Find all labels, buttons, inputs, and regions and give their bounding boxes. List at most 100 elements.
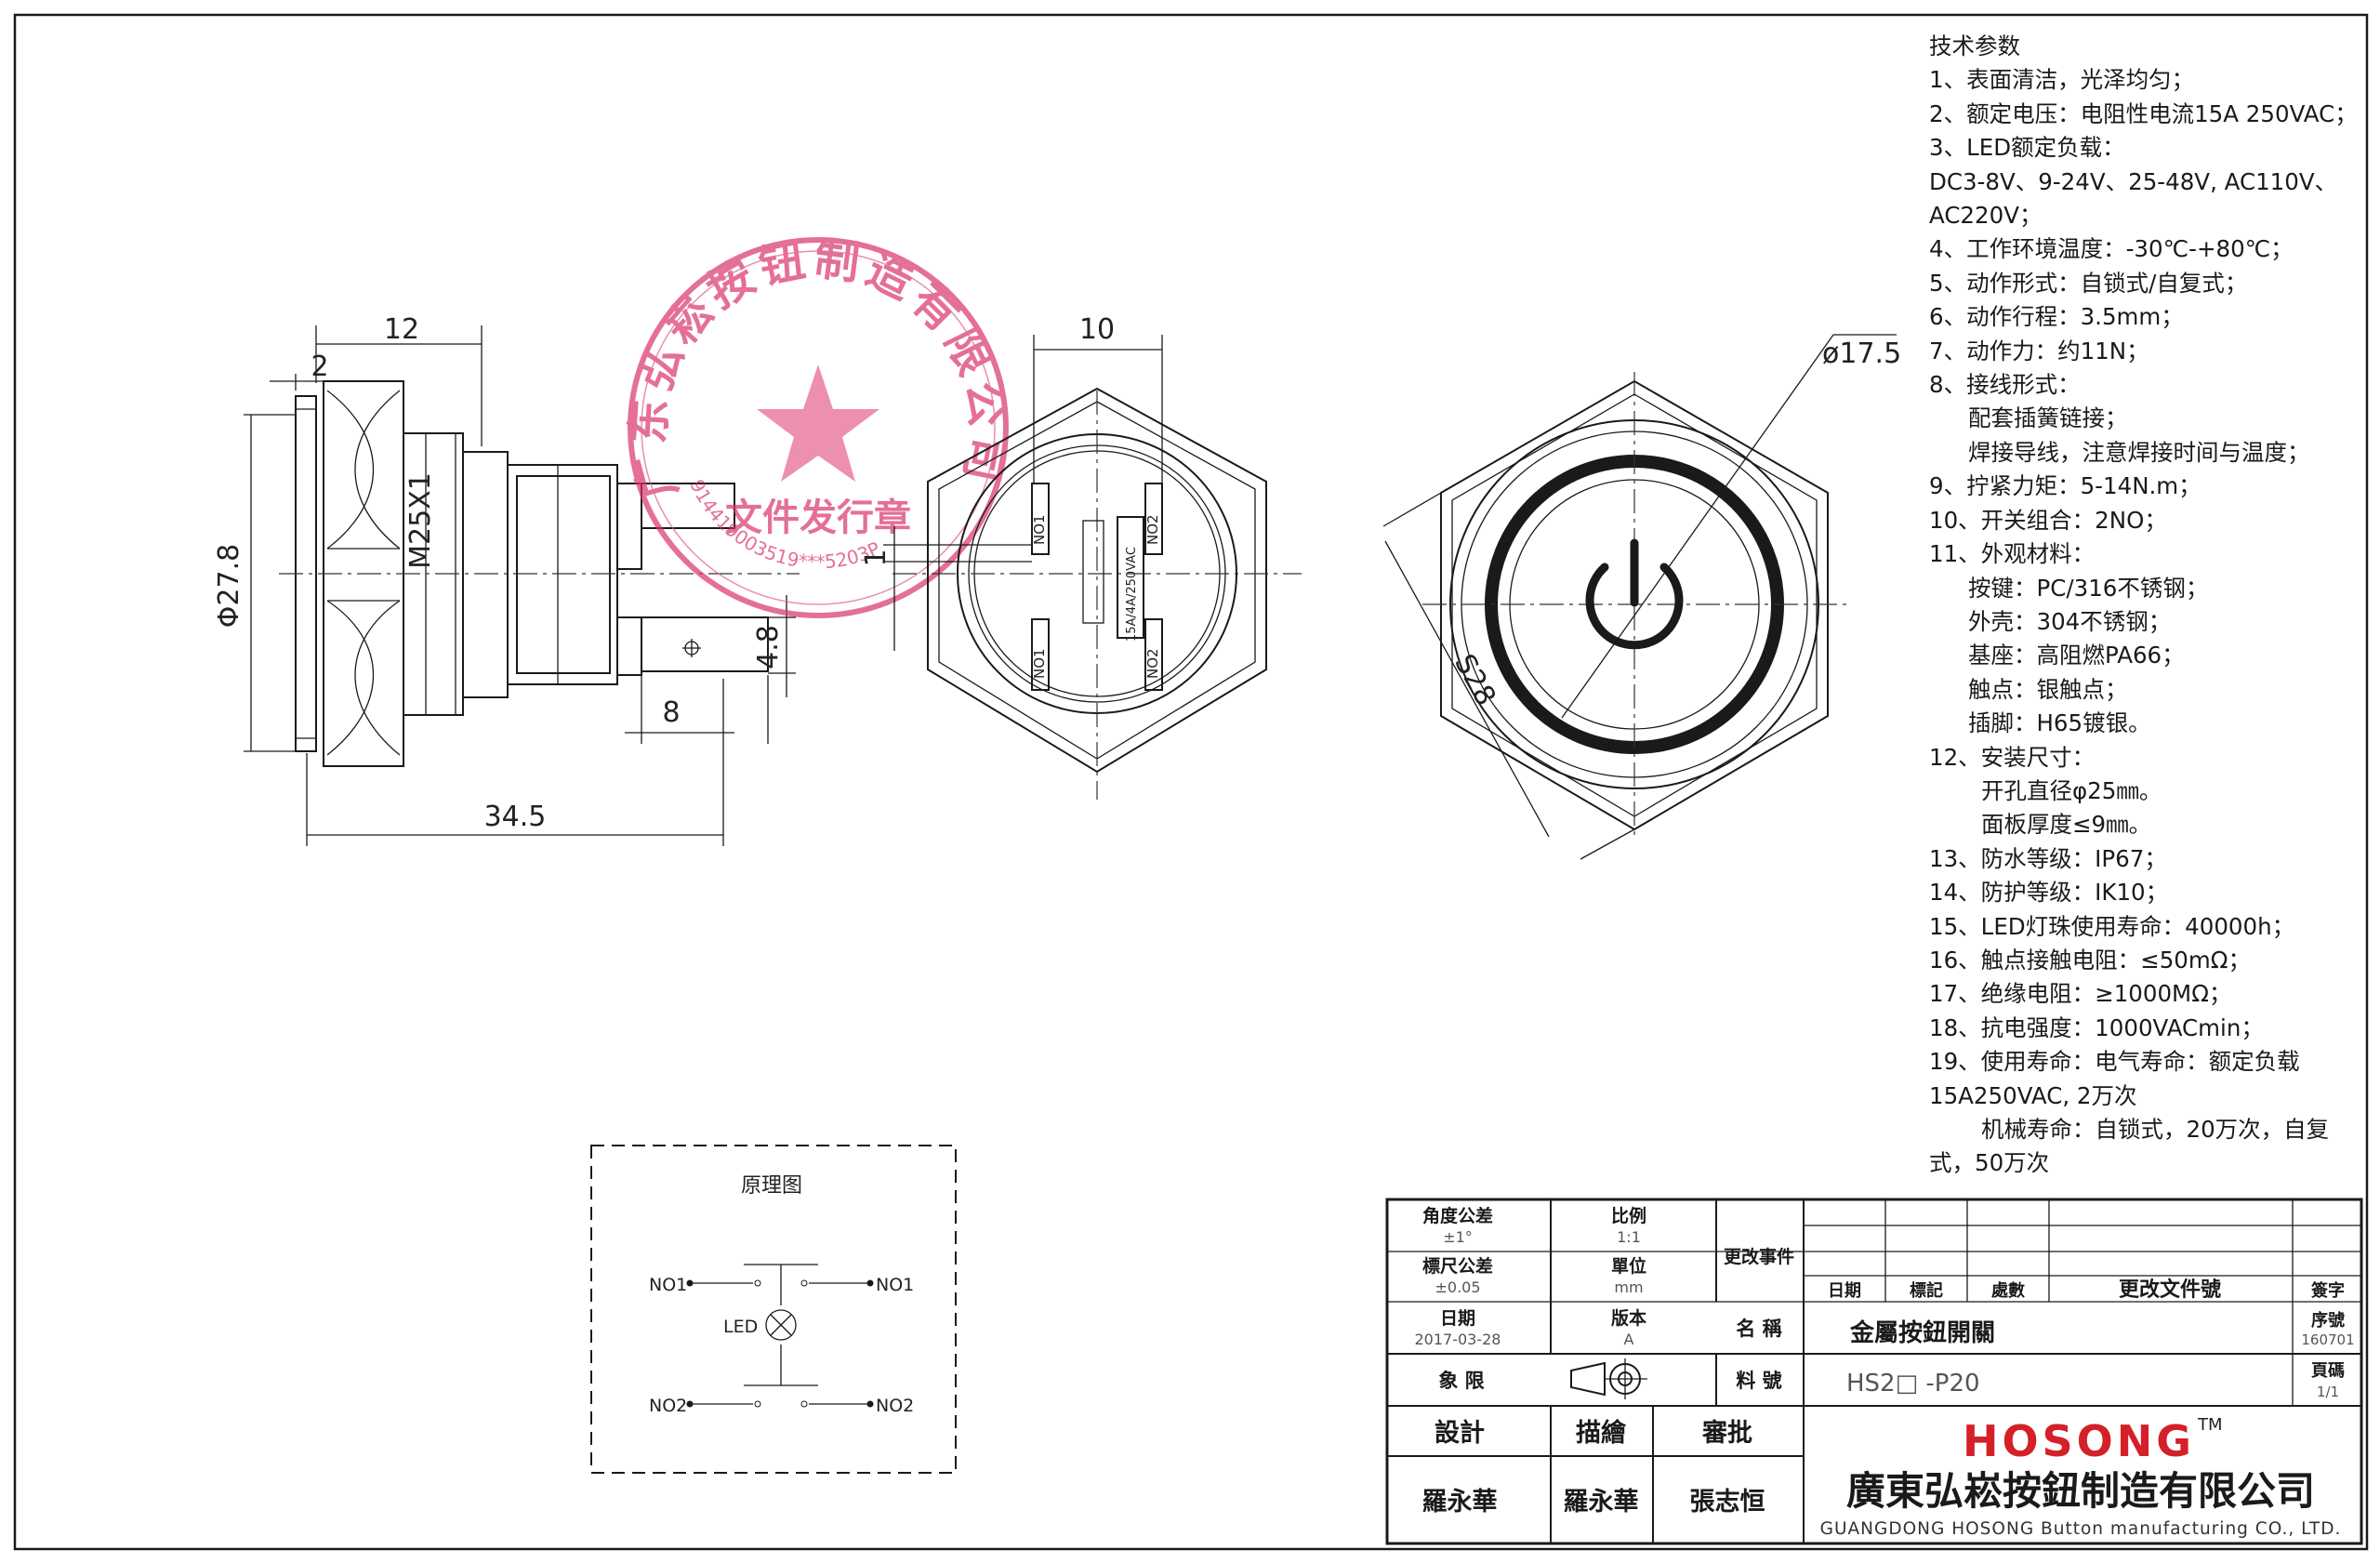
spec-line: 式，50万次 (1929, 1149, 2050, 1177)
tb-draw-label: 描繪 (1576, 1418, 1627, 1448)
spec-line: 15、LED灯珠使用寿命：40000h； (1929, 912, 2295, 940)
spec-line: 9、拧紧力矩：5-14N.m； (1929, 472, 2202, 500)
back-label-no2-top: NO2 (1144, 514, 1161, 545)
spec-line: 4、工作环境温度：-30℃-+80℃； (1929, 235, 2294, 263)
spec-line: 5、动作形式：自锁式/自复式； (1929, 269, 2248, 297)
tb-page-value: 1/1 (2317, 1384, 2339, 1400)
spec-line: 7、动作力：约11N； (1929, 337, 2149, 364)
back-label-rating: 15A/4A/250VAC (1125, 547, 1139, 642)
back-label-no1-bottom: NO1 (1031, 648, 1048, 679)
tb-rev-count: 處數 (1991, 1281, 2025, 1301)
tb-rev-mark: 標記 (1910, 1280, 1943, 1301)
company-name-cn: 廣東弘崧按鈕制造有限公司 (1846, 1468, 2315, 1514)
dim-thread-m25x1: M25X1 (404, 472, 437, 569)
tb-scale-value: 1:1 (1617, 1228, 1641, 1246)
tb-name-label: 名 稱 (1736, 1317, 1781, 1340)
tb-part-label: 料 號 (1736, 1369, 1781, 1392)
spec-line: 2、额定电压：电阻性电流15A 250VAC； (1929, 99, 2358, 127)
spec-line: 14、防护等级：IK10； (1929, 879, 2169, 907)
spec-line: 插脚：H65镀银。 (1968, 709, 2151, 737)
spec-line: 触点：银触点； (1968, 675, 2128, 703)
company-stamp: 广东弘崧按钮制造有限公司 文件发行章 914419003519***5203P (623, 233, 1009, 618)
front-view: ø17.5 S28 (1382, 334, 1901, 860)
brand-logo: HOSONG (1963, 1416, 2195, 1466)
back-view: NO1 NO2 NO1 NO2 15A/4A/250VAC 10 1 (860, 313, 1302, 800)
specs-list: 1、表面清洁，光泽均匀；2、额定电压：电阻性电流15A 250VAC；3、LED… (1929, 63, 2375, 1180)
schematic: 原理图 NO1 NO1 NO2 NO2 LED (590, 1145, 957, 1474)
technical-specs: 技术参数 1、表面清洁，光泽均匀；2、额定电压：电阻性电流15A 250VAC；… (1929, 30, 2375, 1181)
spec-line: 12、安装尺寸： (1929, 743, 2096, 771)
tb-quadrant-label: 象 限 (1438, 1369, 1484, 1392)
spec-line: 配套插簧链接； (1968, 404, 2128, 432)
tb-part-value: HS2□ -P20 (1846, 1370, 1980, 1397)
sheet-border (13, 13, 2369, 1551)
spec-line: 16、触点接触电阻：≤50mΩ； (1929, 946, 2251, 974)
tb-rev-doc: 更改文件號 (2119, 1278, 2221, 1302)
tb-size-tol-value: ±0.05 (1435, 1278, 1480, 1296)
dim-s28: S28 (1448, 649, 1501, 711)
dim-dia-27-8: Φ27.8 (213, 544, 245, 628)
tb-design-label: 設計 (1435, 1418, 1485, 1448)
back-label-no1-top: NO1 (1031, 514, 1048, 545)
brand-tm: TM (2197, 1415, 2223, 1435)
spec-line: 17、绝缘电阻：≥1000MΩ； (1929, 980, 2232, 1008)
tb-angle-tol-value: ±1° (1443, 1228, 1473, 1246)
spec-line: 3、LED额定负载： (1929, 134, 2125, 162)
spec-line: 开孔直径φ25㎜。 (1981, 776, 2162, 804)
specs-title: 技术参数 (1929, 33, 2020, 60)
tb-page-label: 頁碼 (2311, 1361, 2345, 1381)
tb-rev-date: 日期 (1828, 1281, 1861, 1301)
schematic-no1-right: NO1 (876, 1275, 914, 1295)
schematic-no2-left: NO2 (649, 1396, 687, 1416)
tb-draw-name: 羅永華 (1564, 1488, 1639, 1517)
tb-rev-sign: 簽字 (2311, 1280, 2345, 1301)
tb-serial-label: 序號 (2311, 1310, 2345, 1331)
tb-version-label: 版本 (1611, 1307, 1646, 1329)
power-icon (1585, 538, 1684, 650)
spec-line: 8、接线形式： (1929, 371, 2081, 399)
tb-scale-label: 比例 (1611, 1205, 1646, 1226)
schematic-no2-right: NO2 (876, 1396, 914, 1416)
spec-line: 机械寿命：自锁式，20万次，自复 (1981, 1116, 2330, 1143)
side-view: 12 2 Φ27.8 M25X1 4.8 8 34.5 (213, 313, 800, 846)
tb-unit-value: mm (1614, 1278, 1643, 1296)
spec-line: 基座：高阻燃PA66； (1968, 642, 2185, 669)
stamp-sub-text: 文件发行章 (725, 497, 911, 539)
dim-dia-17-5: ø17.5 (1822, 338, 1901, 370)
tb-angle-tol-label: 角度公差 (1422, 1205, 1493, 1226)
spec-line: AC220V； (1929, 202, 2043, 230)
company-name-en: GUANGDONG HOSONG Button manufacturing CO… (1820, 1519, 2342, 1539)
projection-symbol-icon (1570, 1358, 1647, 1399)
spec-line: 6、动作行程：3.5mm； (1929, 303, 2184, 331)
tb-date-value: 2017-03-28 (1415, 1331, 1501, 1348)
spec-line: 焊接导线，注意焊接时间与温度； (1968, 438, 2310, 466)
tb-name-value: 金屬按鈕開關 (1849, 1318, 1995, 1347)
spec-line: 19、使用寿命：电气寿命：额定负载 (1929, 1048, 2300, 1076)
tb-size-tol-label: 標尺公差 (1422, 1255, 1493, 1277)
schematic-led: LED (723, 1317, 758, 1337)
spec-line: 外壳：304不锈钢； (1968, 607, 2172, 635)
spec-line: 13、防水等级：IP67； (1929, 844, 2167, 872)
tb-review-name: 張志恒 (1690, 1488, 1765, 1517)
dim-2: 2 (311, 351, 328, 383)
tb-change-label: 更改事件 (1724, 1246, 1794, 1267)
spec-line: DC3-8V、9-24V、25-48V, AC110V、 (1929, 167, 2338, 195)
schematic-no1-left: NO1 (649, 1275, 687, 1295)
tb-review-label: 審批 (1701, 1419, 1752, 1448)
dim-10: 10 (1079, 313, 1115, 346)
spec-line: 18、抗电强度：1000VACmin； (1929, 1013, 2264, 1041)
spec-line: 15A250VAC, 2万次 (1929, 1081, 2137, 1109)
tb-version-value: A (1624, 1331, 1634, 1348)
spec-line: 面板厚度≤9㎜。 (1981, 811, 2152, 839)
back-label-no2-bottom: NO2 (1144, 648, 1161, 679)
spec-line: 按键：PC/316不锈钢； (1968, 574, 2209, 602)
tb-design-name: 羅永華 (1422, 1488, 1498, 1517)
title-block: 角度公差 ±1° 比例 1:1 更改事件 標尺公差 ±0.05 單位 mm 日期… (1385, 1198, 2363, 1545)
schematic-title: 原理图 (741, 1174, 802, 1198)
tb-serial-value: 160701 (2301, 1331, 2354, 1348)
spec-line: 10、开关组合：2NO； (1929, 506, 2167, 534)
tb-date-label: 日期 (1440, 1308, 1475, 1329)
dim-12: 12 (384, 313, 419, 346)
dim-1: 1 (860, 549, 892, 566)
